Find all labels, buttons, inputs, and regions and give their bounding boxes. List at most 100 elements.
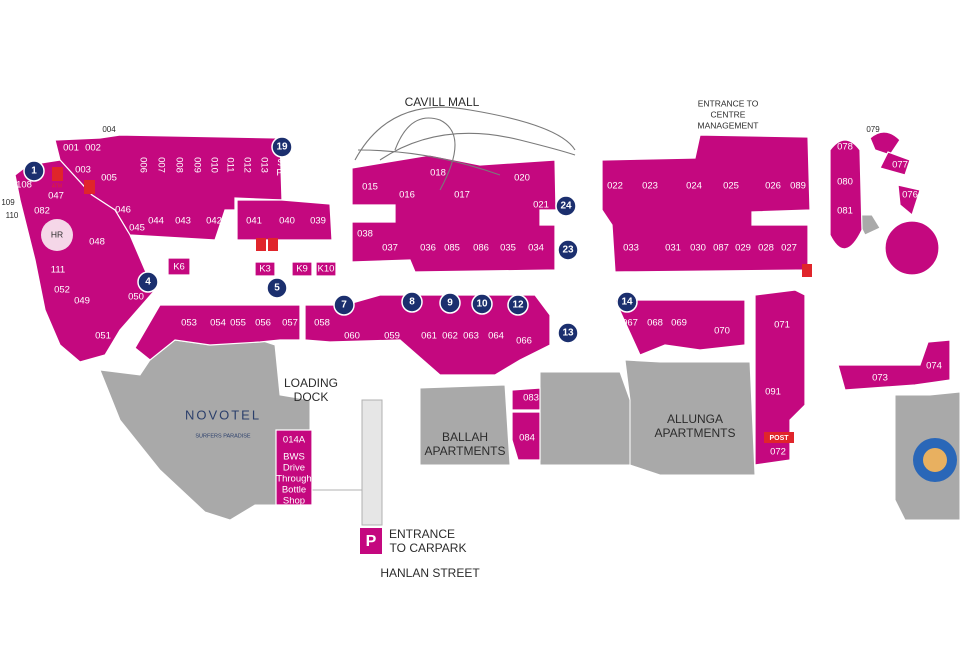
marker-circle-4[interactable]	[137, 271, 159, 293]
marker-circle-24[interactable]	[555, 195, 577, 217]
shops-041-039[interactable]	[236, 199, 333, 241]
atm-badge-4	[268, 238, 278, 251]
kiosk-k10[interactable]	[315, 261, 337, 277]
shop-083[interactable]	[511, 387, 541, 411]
shop-label-s071: 071	[774, 320, 790, 331]
parking-sign	[360, 528, 382, 554]
shop-label-s022: 022	[607, 181, 623, 192]
shop-label-s015: 015	[362, 182, 378, 193]
kiosk-k9[interactable]	[291, 261, 313, 277]
marker-circle-14[interactable]	[616, 291, 638, 313]
shop-label-s109: 109	[1, 198, 15, 207]
marker-circle-13[interactable]	[557, 322, 579, 344]
shop-label-s062: 062	[442, 331, 458, 342]
marker-24[interactable]: 24	[555, 195, 577, 217]
marker-circle-23[interactable]	[557, 239, 579, 261]
marker-1[interactable]: 1	[23, 160, 45, 182]
marker-8[interactable]: 8	[401, 291, 423, 313]
shop-076[interactable]	[897, 184, 921, 217]
tavern-1: SURFERS	[277, 158, 322, 169]
atm-badge-5	[802, 264, 812, 277]
shop-label-s074: 074	[926, 361, 942, 372]
north-east-block[interactable]	[601, 134, 811, 273]
shop-label-s037: 037	[382, 243, 398, 254]
parking-symbol: P	[366, 533, 377, 550]
shop-073-074[interactable]	[837, 339, 951, 391]
marker-7[interactable]: 7	[333, 294, 355, 316]
kiosk-k6[interactable]	[167, 257, 191, 276]
shop-077[interactable]	[879, 151, 911, 176]
shop-label-s047: 047	[48, 191, 64, 202]
marker-circle-8[interactable]	[401, 291, 423, 313]
shop-label-s110: 110	[6, 211, 19, 220]
loading-dock-2: DOCK	[294, 390, 329, 404]
shops-067-070[interactable]	[614, 299, 746, 356]
marker-12[interactable]: 12	[507, 294, 529, 316]
canopy-arc-4	[357, 149, 501, 176]
marker-circle-5[interactable]	[266, 277, 288, 299]
marker-10[interactable]: 10	[471, 293, 493, 315]
marker-19[interactable]: 19	[271, 136, 293, 158]
marker-circle-1[interactable]	[23, 160, 45, 182]
shop-label-s082: 082	[34, 206, 50, 217]
entrance-centre-line2: CENTRE	[711, 109, 746, 119]
cavill-centre-block[interactable]	[351, 154, 557, 273]
marker-14[interactable]: 14	[616, 291, 638, 313]
shop-label-s061: 061	[421, 331, 437, 342]
marker-9[interactable]: 9	[439, 292, 461, 314]
shop-label-s020: 020	[514, 173, 530, 184]
shop-label-s051: 051	[95, 331, 111, 342]
shop-label-s034: 034	[528, 243, 544, 254]
shop-label-s076: 076	[902, 190, 918, 201]
marker-circle-7[interactable]	[333, 294, 355, 316]
round-kiosk[interactable]	[884, 220, 940, 276]
shop-label-s053: 053	[181, 318, 197, 329]
marker-circle-10[interactable]	[471, 293, 493, 315]
shop-label-k3: K3	[259, 264, 271, 275]
shop-label-s044: 044	[148, 216, 164, 227]
west-block[interactable]	[14, 159, 156, 363]
shop-label-s081: 081	[837, 206, 853, 217]
shops-058-066[interactable]	[304, 294, 551, 376]
bws-3: Drive	[283, 463, 305, 474]
marker-label-19: 19	[276, 142, 288, 153]
shop-079[interactable]	[869, 131, 901, 156]
shop-label-s002: 002	[85, 143, 101, 154]
shop-label-s003: 003	[75, 165, 91, 176]
shop-label-s025: 025	[723, 181, 739, 192]
shop-label-s084: 084	[519, 433, 535, 444]
shop-label-s012: 012	[241, 157, 252, 173]
shop-label-s052: 052	[54, 285, 70, 296]
ballah-2: APARTMENTS	[425, 444, 506, 458]
south-west-block[interactable]	[134, 304, 301, 361]
allunga-2: APARTMENTS	[655, 426, 736, 440]
allunga-1: ALLUNGA	[667, 412, 723, 426]
canopy-arc-2	[379, 132, 576, 161]
marker-circle-12[interactable]	[507, 294, 529, 316]
shop-label-s031: 031	[665, 243, 681, 254]
kiosk-k3[interactable]	[254, 261, 276, 277]
shop-label-s024: 024	[686, 181, 702, 192]
shop-label-s091: 091	[765, 387, 781, 398]
shop-label-s040: 040	[279, 216, 295, 227]
bws-drive-through[interactable]	[275, 429, 313, 506]
shop-label-s010: 010	[208, 157, 219, 173]
marker-13[interactable]: 13	[557, 322, 579, 344]
marker-23[interactable]: 23	[557, 239, 579, 261]
marker-5[interactable]: 5	[266, 277, 288, 299]
shop-label-s064: 064	[488, 331, 504, 342]
tavern-3: TAVERN	[281, 178, 318, 189]
shops-071-072[interactable]	[754, 289, 806, 466]
shop-084[interactable]	[511, 411, 541, 461]
marker-circle-19[interactable]	[271, 136, 293, 158]
shops-078-081[interactable]	[829, 139, 863, 250]
atm-text-1: ATM	[52, 183, 62, 189]
marker-4[interactable]: 4	[137, 271, 159, 293]
marker-label-10: 10	[476, 299, 488, 310]
shop-label-s001: 001	[63, 143, 79, 154]
sp-emblem-center	[923, 448, 947, 472]
atm-badge-3	[256, 238, 266, 251]
marker-circle-9[interactable]	[439, 292, 461, 314]
shop-label-s026: 026	[765, 181, 781, 192]
